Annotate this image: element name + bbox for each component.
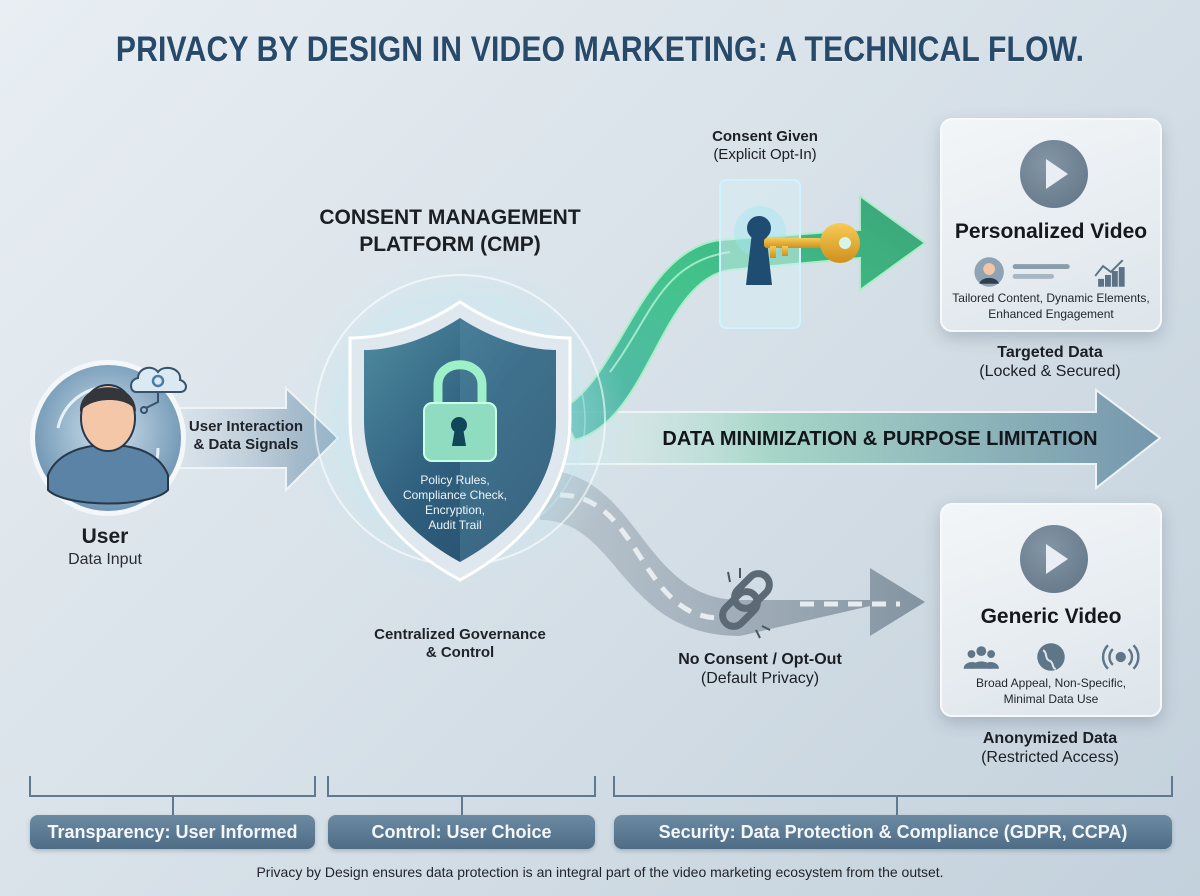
pillar-transparency: Transparency: User Informed bbox=[30, 815, 315, 849]
shield-line: Audit Trail bbox=[428, 518, 482, 532]
pillar-security: Security: Data Protection & Compliance (… bbox=[614, 815, 1172, 849]
card-desc-line1: Broad Appeal, Non-Specific, bbox=[975, 676, 1127, 690]
user-sublabel: Data Input bbox=[68, 551, 142, 568]
card-title: Generic Video bbox=[980, 605, 1122, 628]
card-desc-line2: Minimal Data Use bbox=[1003, 691, 1099, 706]
globe-icon bbox=[1037, 643, 1065, 671]
card-description: Broad Appeal, Non-Specific, Minimal Data… bbox=[942, 676, 1160, 707]
anon-subtitle: (Restricted Access) bbox=[981, 749, 1119, 767]
shield-line: Policy Rules, bbox=[420, 473, 490, 487]
governance-label: Centralized Governance & Control bbox=[340, 626, 580, 662]
group-icon bbox=[963, 646, 999, 669]
minimization-arrow bbox=[559, 388, 1162, 491]
play-icon bbox=[1020, 525, 1088, 593]
text-lines-icon bbox=[1012, 264, 1070, 279]
card-desc-line1: Tailored Content, Dynamic Elements, bbox=[952, 291, 1150, 305]
personalized-icons bbox=[974, 257, 1125, 287]
footer-note: Privacy by Design ensures data protectio… bbox=[256, 864, 944, 880]
input-arrow-label: User Interaction & Data Signals bbox=[186, 418, 306, 454]
profile-icon bbox=[974, 257, 1004, 287]
governance-line1: Centralized Governance bbox=[374, 626, 546, 643]
play-icon bbox=[1020, 140, 1088, 208]
input-arrow-line1: User Interaction bbox=[188, 418, 304, 435]
generic-icons bbox=[963, 643, 1140, 671]
personalized-video-card: Personalized Video Tailored Content, Dyn… bbox=[940, 118, 1162, 332]
anonymized-data-label: Anonymized Data (Restricted Access) bbox=[930, 729, 1170, 767]
cmp-title: CONSENT MANAGEMENT PLATFORM (CMP) bbox=[300, 204, 600, 259]
shield-text: Policy Rules, Compliance Check, Encrypti… bbox=[390, 473, 520, 533]
broadcast-icon bbox=[1101, 644, 1140, 670]
key-icon bbox=[764, 223, 860, 263]
no-consent-subtitle: (Default Privacy) bbox=[700, 670, 820, 688]
consent-subtitle: (Explicit Opt-In) bbox=[713, 146, 817, 163]
padlock-icon bbox=[423, 360, 497, 462]
card-title: Personalized Video bbox=[954, 220, 1148, 243]
user-avatar-icon bbox=[30, 360, 186, 516]
card-desc-line2: Enhanced Engagement bbox=[988, 306, 1114, 321]
pillar-control: Control: User Choice bbox=[328, 815, 595, 849]
no-consent-title: No Consent / Opt-Out bbox=[678, 651, 842, 668]
governance-line2: & Control bbox=[425, 644, 495, 661]
minimization-label: DATA MINIMIZATION & PURPOSE LIMITATION bbox=[662, 428, 1098, 450]
broken-chain-icon bbox=[719, 568, 773, 639]
input-arrow-line2: & Data Signals bbox=[193, 436, 299, 453]
generic-video-card: Generic Video Broad Appeal, Non-Specific… bbox=[940, 503, 1162, 717]
targeted-data-label: Targeted Data (Locked & Secured) bbox=[930, 343, 1170, 381]
consent-title: Consent Given bbox=[712, 128, 818, 145]
cmp-title-line2: PLATFORM (CMP) bbox=[359, 233, 541, 257]
shield-line: Encryption, bbox=[424, 503, 486, 517]
growth-chart-icon bbox=[1094, 259, 1125, 287]
cloud-gear-icon bbox=[130, 366, 187, 414]
page-title: PRIVACY BY DESIGN IN VIDEO MARKETING: A … bbox=[115, 30, 1085, 69]
targeted-title: Targeted Data bbox=[997, 344, 1103, 361]
no-consent-label: No Consent / Opt-Out (Default Privacy) bbox=[660, 650, 860, 688]
shield-line: Compliance Check, bbox=[402, 488, 508, 502]
consent-given-label: Consent Given (Explicit Opt-In) bbox=[680, 128, 850, 164]
pillar-brackets bbox=[29, 776, 1173, 815]
user-label: User bbox=[81, 525, 129, 548]
card-description: Tailored Content, Dynamic Elements, Enha… bbox=[942, 291, 1160, 322]
targeted-subtitle: (Locked & Secured) bbox=[979, 363, 1121, 381]
anon-title: Anonymized Data bbox=[982, 730, 1118, 747]
cmp-title-line1: CONSENT MANAGEMENT bbox=[319, 206, 581, 229]
